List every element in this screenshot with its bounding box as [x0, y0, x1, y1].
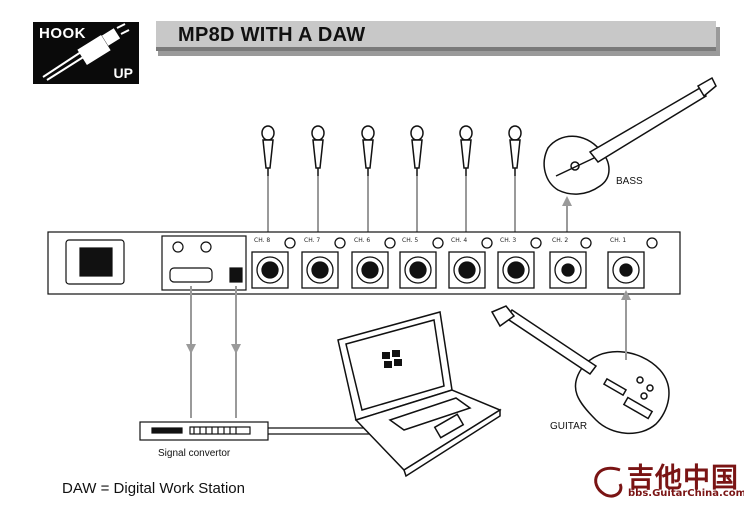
channel-label-3: CH. 3: [500, 237, 517, 244]
bass-label: BASS: [616, 176, 643, 187]
combo-jack-ch2: [549, 237, 592, 289]
watermark-chinese: 吉他中国: [627, 463, 739, 494]
xlr-inputs: [251, 237, 658, 289]
channel-label-6: CH. 6: [354, 237, 371, 244]
microphones: [261, 125, 522, 176]
xlr-jack-ch4: [448, 237, 493, 289]
xlr-jack-ch6: [351, 237, 396, 289]
badge-line1: HOOK: [39, 25, 86, 42]
microphone-icon-2: [311, 125, 325, 176]
channel-label-7: CH. 7: [304, 237, 321, 244]
guitar-icon: [490, 305, 670, 435]
daw-definition: DAW = Digital Work Station: [62, 480, 245, 497]
microphone-icon-5: [459, 125, 473, 176]
watermark-logo-icon: [594, 466, 623, 498]
xlr-jack-ch3: [497, 237, 542, 289]
plug-icon: [42, 23, 130, 81]
channel-label-4: CH. 4: [451, 237, 468, 244]
guitar-label: GUITAR: [550, 421, 588, 432]
xlr-jack-ch5: [399, 237, 444, 289]
windows-logo-icon: [382, 350, 402, 368]
converter-cables: [186, 286, 241, 418]
page-title: MP8D WITH A DAW: [178, 24, 366, 46]
xlr-jack-ch8: [251, 237, 296, 289]
laptop-icon: [337, 311, 502, 478]
laptop-cable: [268, 427, 378, 435]
watermark-url: bbs.GuitarChina.com: [628, 488, 744, 499]
signal-converter-label: Signal convertor: [158, 448, 231, 459]
channel-label-8: CH. 8: [254, 237, 271, 244]
microphone-icon-4: [410, 125, 424, 176]
bass-guitar-icon: [543, 76, 717, 195]
microphone-icon-1: [261, 125, 275, 176]
microphone-icon-3: [361, 125, 375, 176]
combo-jack-ch1: [607, 237, 658, 289]
microphone-icon-6: [508, 125, 522, 176]
channel-label-2: CH. 2: [552, 237, 569, 244]
title-bar: [156, 21, 716, 51]
xlr-jack-ch7: [301, 237, 346, 289]
channel-label-5: CH. 5: [402, 237, 419, 244]
badge-line2: UP: [113, 65, 133, 81]
hook-up-badge: HOOK UP: [33, 22, 139, 84]
signal-converter: [139, 421, 269, 441]
guitar-cable: [621, 290, 631, 360]
channel-label-1: CH. 1: [610, 237, 627, 244]
